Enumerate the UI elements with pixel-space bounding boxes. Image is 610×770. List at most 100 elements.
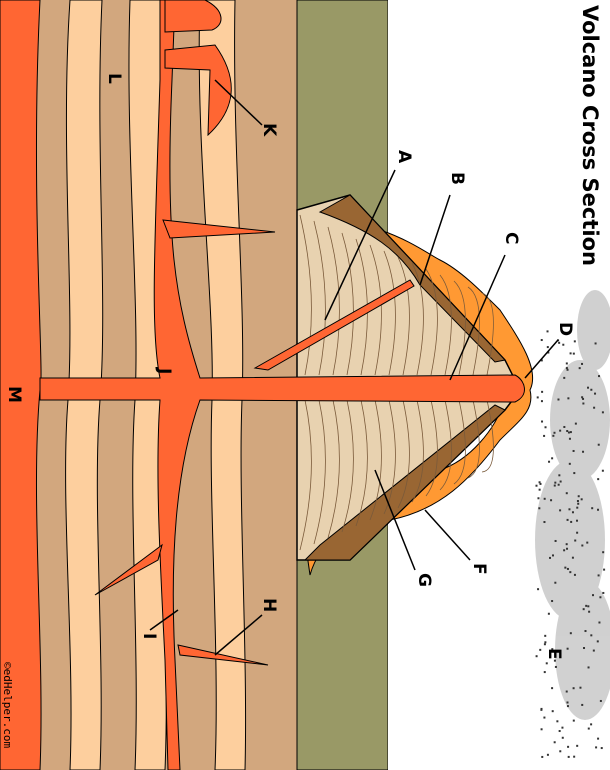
ash-particle <box>551 554 554 557</box>
cone-stratum <box>341 232 354 533</box>
cone-stratum <box>425 268 438 497</box>
cone-stratum <box>327 226 340 539</box>
ash-particle <box>570 520 573 523</box>
ash-particle <box>576 519 579 522</box>
ash-particle <box>573 755 576 758</box>
cone-stratum <box>383 250 396 515</box>
ash-particle <box>547 351 550 354</box>
ash-particle <box>601 469 604 472</box>
ash-particle <box>592 649 595 652</box>
ash-particle <box>587 386 590 389</box>
label-j: J <box>154 367 174 374</box>
ash-particle <box>566 430 569 433</box>
ash-particle <box>582 608 585 611</box>
ash-particle <box>579 686 582 689</box>
ash-particle <box>593 406 596 409</box>
ash-particle <box>594 342 597 345</box>
cone-stratum <box>411 262 424 503</box>
ash-particle <box>585 604 588 607</box>
ash-particle <box>566 547 569 550</box>
ash-particle <box>559 429 562 432</box>
ash-cloud <box>535 290 610 720</box>
ash-particle <box>554 539 557 542</box>
ash-particle <box>557 398 560 401</box>
ash-particle <box>541 755 544 758</box>
diagram-title: Volcano Cross Section <box>578 5 602 266</box>
ash-particle <box>592 594 595 597</box>
ash-particle <box>572 449 575 452</box>
ash-particle <box>590 723 593 726</box>
magma-chamber <box>0 0 42 770</box>
ash-particle <box>587 727 590 730</box>
ash-particle <box>597 508 600 511</box>
cone-strata <box>299 214 494 551</box>
ash-particle <box>565 690 568 693</box>
ash-particles <box>535 330 606 758</box>
ash-particle <box>559 509 562 512</box>
ash-particle <box>574 539 577 542</box>
ash-particle <box>583 647 586 650</box>
ash-particle <box>603 568 606 571</box>
ash-particle <box>543 671 546 674</box>
ash-particle <box>549 556 552 559</box>
ash-particle <box>544 641 547 644</box>
ash-particle <box>537 588 540 591</box>
ash-particle <box>546 330 549 333</box>
ash-particle <box>539 482 542 485</box>
ash-particle <box>577 502 580 505</box>
cone-stratum <box>467 286 480 479</box>
label-a: A <box>394 150 414 164</box>
ash-particle <box>544 634 547 637</box>
ash-particle <box>594 392 597 395</box>
ash-particle <box>558 341 561 344</box>
ash-particle <box>590 634 593 637</box>
ash-particle <box>581 703 584 706</box>
ash-particle <box>581 362 584 365</box>
label-h: H <box>259 598 279 612</box>
ash-particle <box>561 726 564 729</box>
ash-particle <box>540 728 543 731</box>
ash-particle <box>588 610 591 613</box>
label-i: I <box>139 633 159 639</box>
cone-outer-layer-bottom <box>303 404 506 561</box>
ash-particle <box>546 753 549 756</box>
ash-particle <box>581 396 584 399</box>
ash-particle <box>574 422 577 425</box>
cone-stratum <box>397 256 410 509</box>
ash-particle <box>551 648 554 651</box>
ash-particle <box>569 571 572 574</box>
ash-particle <box>569 632 572 635</box>
ash-particle <box>587 666 590 669</box>
ash-particle <box>582 402 585 405</box>
cone-stratum <box>355 238 368 527</box>
ash-particle <box>597 737 600 740</box>
ash-particle <box>599 596 602 599</box>
cone-stratum <box>481 292 494 473</box>
ash-particle <box>540 400 543 403</box>
ash-particle <box>554 581 557 584</box>
ash-particle <box>580 498 583 501</box>
leader-lines <box>149 79 559 656</box>
labels: A B C D E F G H I J K L M <box>4 73 575 660</box>
ash-particle <box>568 508 571 511</box>
ash-particle <box>550 499 553 502</box>
ash-particle <box>540 359 543 362</box>
ash-particle <box>566 368 569 371</box>
ash-particle <box>566 705 569 708</box>
ash-particle <box>559 750 562 753</box>
ash-particle <box>535 655 538 658</box>
ash-particle <box>543 521 546 524</box>
ash-particle <box>565 367 568 370</box>
ash-particle <box>538 507 541 510</box>
ash-particle <box>544 426 547 429</box>
ash-particle <box>540 708 543 711</box>
ash-particle <box>543 643 546 646</box>
ash-particle <box>566 647 569 650</box>
ash-particle <box>598 621 601 624</box>
ash-particle <box>546 346 549 349</box>
ash-particle <box>553 659 556 662</box>
ash-particle <box>572 719 575 722</box>
ash-particle <box>566 567 569 570</box>
ash-particle <box>582 397 585 400</box>
